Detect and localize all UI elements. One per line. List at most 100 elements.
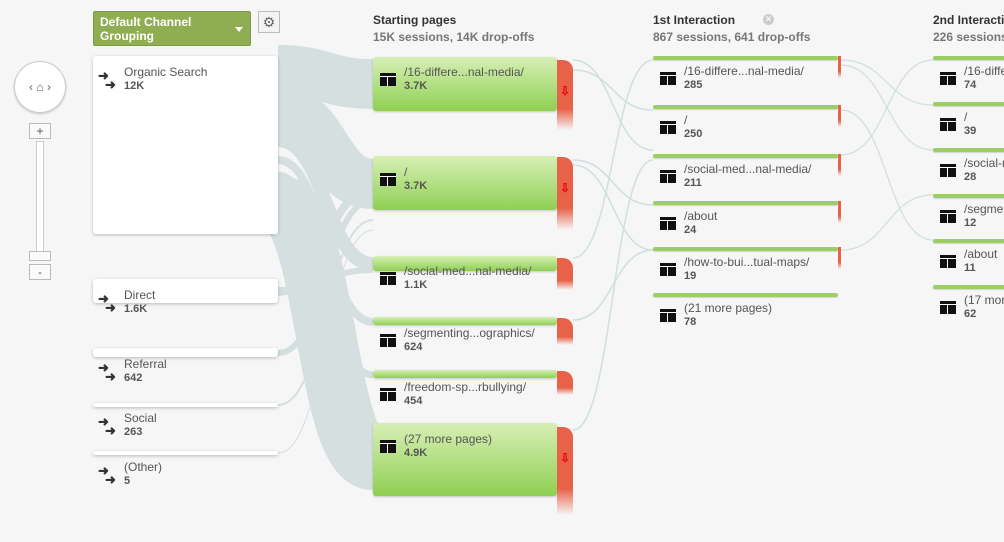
channel-arrows-icon: ➜ bbox=[98, 360, 109, 375]
starting-page-node[interactable] bbox=[373, 423, 557, 496]
channel-label: Referral bbox=[124, 357, 167, 371]
drop-off-bar[interactable] bbox=[557, 60, 573, 130]
grouping-label: Default Channel Grouping bbox=[100, 15, 192, 43]
interaction-flow bbox=[572, 59, 654, 259]
page-icon bbox=[660, 170, 676, 183]
channel-node[interactable] bbox=[93, 348, 278, 357]
drop-off-bar[interactable] bbox=[838, 56, 841, 78]
starting-page-node[interactable] bbox=[373, 317, 557, 325]
page-icon bbox=[940, 210, 956, 223]
interaction-node[interactable] bbox=[933, 148, 1004, 152]
drop-off-arrow-icon: ⇩ bbox=[559, 451, 571, 465]
page-value: 24 bbox=[684, 224, 697, 236]
zoom-slider[interactable] bbox=[36, 141, 44, 261]
drop-off-bar[interactable] bbox=[557, 258, 573, 290]
starting-page-node[interactable] bbox=[373, 370, 557, 378]
page-label: /about bbox=[964, 247, 998, 261]
channel-label: Social bbox=[124, 411, 157, 425]
interaction-flow bbox=[840, 59, 934, 106]
starting-page-node[interactable] bbox=[373, 256, 557, 271]
drop-off-bar[interactable] bbox=[838, 154, 841, 176]
page-value: 454 bbox=[404, 395, 423, 407]
drop-off-bar[interactable] bbox=[557, 371, 573, 395]
zoom-out-button[interactable]: - bbox=[29, 264, 51, 280]
zoom-in-button[interactable]: + bbox=[29, 123, 51, 139]
drop-off-bar[interactable] bbox=[838, 105, 841, 127]
interaction-flow bbox=[840, 194, 934, 251]
interaction-node[interactable] bbox=[653, 293, 838, 297]
channel-grouping-dropdown[interactable]: Default Channel Grouping bbox=[93, 11, 251, 46]
interaction-node[interactable] bbox=[653, 56, 838, 60]
page-value: 624 bbox=[404, 341, 423, 353]
interaction-flow bbox=[572, 59, 654, 151]
interaction-node[interactable] bbox=[933, 102, 1004, 106]
channel-arrows-icon: ➜ bbox=[98, 291, 109, 306]
channel-flow bbox=[277, 45, 374, 109]
page-value: 4.9K bbox=[404, 447, 428, 459]
page-label: /segme bbox=[964, 202, 1004, 216]
page-icon bbox=[660, 217, 676, 230]
page-icon bbox=[660, 121, 676, 134]
gear-icon[interactable]: ⚙ bbox=[258, 11, 280, 33]
chevron-down-icon bbox=[235, 27, 243, 32]
close-icon[interactable]: ✕ bbox=[763, 14, 774, 25]
channel-value: 642 bbox=[124, 372, 143, 384]
drop-off-bar[interactable] bbox=[557, 318, 573, 345]
interaction-node[interactable] bbox=[933, 194, 1004, 198]
page-icon bbox=[660, 263, 676, 276]
interaction-flow bbox=[840, 109, 934, 241]
channel-value: 263 bbox=[124, 426, 143, 438]
page-value: 39 bbox=[964, 125, 977, 137]
interaction-node[interactable] bbox=[933, 285, 1004, 289]
channel-value: 1.6K bbox=[124, 303, 148, 315]
page-icon bbox=[660, 72, 676, 85]
interaction-node[interactable] bbox=[653, 105, 838, 109]
channel-flow bbox=[277, 197, 374, 356]
column-stats-2nd-interaction: 226 sessions bbox=[933, 30, 1004, 44]
channel-arrows-icon: ➜ bbox=[105, 77, 116, 92]
interaction-node[interactable] bbox=[653, 154, 838, 158]
page-value: 74 bbox=[964, 79, 977, 91]
drop-off-arrow-icon: ⇩ bbox=[559, 84, 571, 98]
page-icon bbox=[380, 272, 396, 285]
channel-flow bbox=[276, 133, 375, 271]
interaction-flow bbox=[840, 59, 934, 156]
page-label: / bbox=[404, 165, 408, 179]
home-navigation[interactable]: ‹ ⌂ › bbox=[14, 61, 66, 113]
drop-off-bar[interactable] bbox=[557, 427, 573, 515]
interaction-node[interactable] bbox=[653, 247, 838, 251]
channel-node[interactable] bbox=[93, 403, 278, 407]
channel-node[interactable] bbox=[93, 279, 278, 303]
starting-page-node[interactable] bbox=[373, 156, 557, 210]
interaction-node[interactable] bbox=[933, 239, 1004, 243]
channel-node[interactable] bbox=[93, 451, 278, 455]
page-label: /about bbox=[684, 209, 718, 223]
drop-off-bar[interactable] bbox=[838, 201, 841, 223]
channel-flow bbox=[264, 175, 387, 490]
page-value: 285 bbox=[684, 79, 703, 91]
starting-page-node[interactable] bbox=[373, 57, 557, 111]
page-label: /16-differe...nal-media/ bbox=[684, 64, 804, 78]
page-value: 11 bbox=[964, 262, 976, 274]
channel-node[interactable] bbox=[93, 56, 278, 234]
page-icon bbox=[940, 72, 956, 85]
page-value: 28 bbox=[964, 171, 977, 183]
page-icon bbox=[380, 388, 396, 401]
page-icon bbox=[380, 440, 396, 453]
page-value: 19 bbox=[684, 270, 697, 282]
interaction-flow bbox=[572, 164, 654, 251]
page-icon bbox=[380, 334, 396, 347]
drop-off-bar[interactable] bbox=[838, 247, 841, 269]
interaction-node[interactable] bbox=[933, 56, 1004, 60]
channel-label: Organic Search bbox=[124, 65, 208, 79]
page-icon bbox=[380, 173, 396, 186]
page-icon bbox=[940, 301, 956, 314]
page-label: /16-differe bbox=[964, 64, 1004, 78]
channel-arrows-icon: ➜ bbox=[105, 300, 116, 315]
interaction-node[interactable] bbox=[653, 201, 838, 205]
interaction-flow bbox=[572, 249, 654, 321]
channel-value: 5 bbox=[124, 475, 131, 487]
drop-off-bar[interactable] bbox=[557, 157, 573, 230]
page-label: /16-differe...nal-media/ bbox=[404, 65, 524, 79]
zoom-slider-handle[interactable] bbox=[29, 251, 51, 261]
